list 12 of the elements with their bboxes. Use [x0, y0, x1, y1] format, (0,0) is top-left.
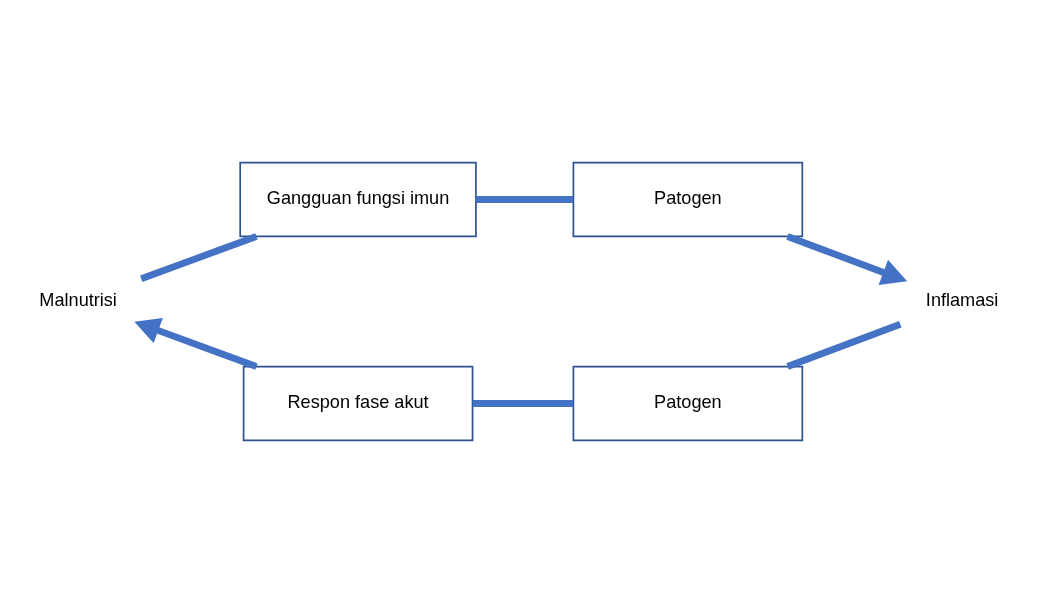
node-box: Patogen	[572, 161, 803, 237]
node-box: Respon fase akut	[242, 365, 473, 441]
connector	[785, 320, 901, 370]
arrow	[133, 317, 258, 370]
node-text: Inflamasi	[925, 289, 998, 310]
arrow	[785, 232, 907, 285]
node-box: Patogen	[572, 365, 803, 441]
connector	[472, 399, 573, 407]
connector	[475, 195, 573, 203]
node-text: Malnutrisi	[38, 289, 117, 310]
connector	[139, 232, 258, 282]
node-box: Gangguan fungsi imun	[238, 161, 477, 237]
